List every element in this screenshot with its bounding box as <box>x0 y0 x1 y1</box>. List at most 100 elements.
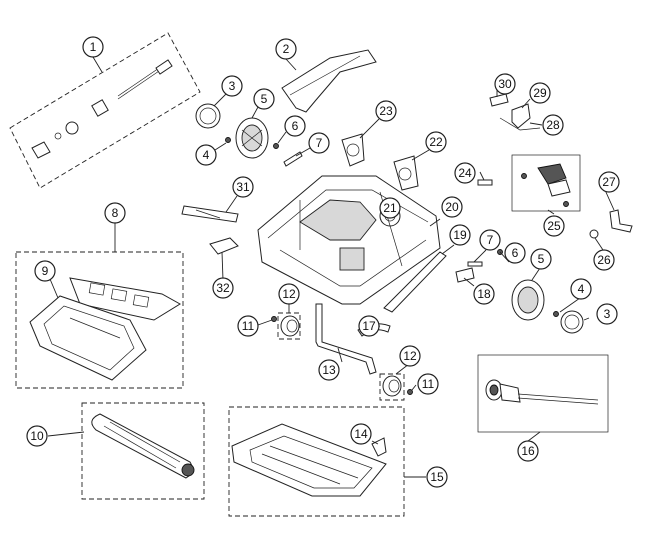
callout-8: 8 <box>104 202 126 224</box>
callout-text-24: 24 <box>458 166 472 180</box>
callout-15: 15 <box>426 466 448 488</box>
callout-text-12-right: 12 <box>403 349 417 363</box>
part-screw-11-right <box>407 389 413 395</box>
callout-12-right: 12 <box>399 345 421 367</box>
callout-text-28: 28 <box>546 118 560 132</box>
callout-text-3-right: 3 <box>604 307 611 321</box>
callout-text-21: 21 <box>383 201 397 215</box>
part-washer-26 <box>589 229 599 239</box>
part-belt <box>383 251 447 313</box>
callout-32: 32 <box>212 277 234 299</box>
callout-6-left: 6 <box>284 115 306 137</box>
callout-3-left: 3 <box>221 75 243 97</box>
callout-14: 14 <box>350 423 372 445</box>
group-box-12-right <box>379 373 405 401</box>
part-bearing-12-left <box>280 315 300 337</box>
callout-text-14: 14 <box>354 427 368 441</box>
group-box-8 <box>15 251 184 389</box>
callout-text-27: 27 <box>602 175 616 189</box>
callout-5-left: 5 <box>253 88 275 110</box>
callout-9: 9 <box>34 260 56 282</box>
callout-7-right: 7 <box>479 229 501 251</box>
callout-text-31: 31 <box>236 180 250 194</box>
callout-text-10: 10 <box>30 429 44 443</box>
part-bearing-12-right <box>382 375 402 397</box>
callout-3-right: 3 <box>596 303 618 325</box>
group-box-15 <box>228 406 405 517</box>
callout-text-16: 16 <box>521 444 535 458</box>
callout-26: 26 <box>593 249 615 271</box>
callout-text-5: 5 <box>261 92 268 106</box>
callout-25: 25 <box>543 215 565 237</box>
callout-16: 16 <box>517 440 539 462</box>
part-cord-16 <box>485 379 599 405</box>
callout-text-17: 17 <box>362 319 376 333</box>
callout-text-9: 9 <box>42 264 49 278</box>
part-29 <box>511 103 531 129</box>
callout-text-32: 32 <box>216 281 230 295</box>
callout-text-4-right: 4 <box>578 282 585 296</box>
callout-text-2: 2 <box>283 42 290 56</box>
callout-text-12: 12 <box>282 287 296 301</box>
callout-18: 18 <box>473 283 495 305</box>
part-board-8-9 <box>29 277 181 381</box>
callout-22: 22 <box>425 131 447 153</box>
callout-text-29: 29 <box>533 86 547 100</box>
callout-4-left: 4 <box>195 144 217 166</box>
callout-text-6: 6 <box>292 119 299 133</box>
callout-text-23: 23 <box>379 104 393 118</box>
callout-text-26: 26 <box>597 253 611 267</box>
part-pin-24 <box>477 179 493 186</box>
callout-28: 28 <box>542 114 564 136</box>
callout-text-11: 11 <box>242 319 255 333</box>
callout-text-5-right: 5 <box>538 252 545 266</box>
group-box-10 <box>81 402 205 500</box>
callout-text-19: 19 <box>453 228 467 242</box>
part-wheel-right-set <box>455 249 584 334</box>
callout-text-8: 8 <box>112 206 119 220</box>
group-box-25 <box>511 154 581 212</box>
callout-13: 13 <box>318 359 340 381</box>
callout-text-4: 4 <box>203 148 210 162</box>
callout-text-1: 1 <box>90 40 97 54</box>
callout-12-left: 12 <box>278 283 300 305</box>
callout-20: 20 <box>441 196 463 218</box>
callout-30: 30 <box>494 73 516 95</box>
callout-text-7-right: 7 <box>487 233 494 247</box>
callout-5-right: 5 <box>530 248 552 270</box>
callout-10: 10 <box>26 425 48 447</box>
callout-2: 2 <box>275 38 297 60</box>
part-brushroll <box>91 413 195 479</box>
callout-text-3: 3 <box>229 79 236 93</box>
callout-11-right: 11 <box>417 373 439 395</box>
group-box-16 <box>477 354 609 433</box>
callout-text-7: 7 <box>316 136 323 150</box>
callout-6-right: 6 <box>504 242 526 264</box>
callout-text-18: 18 <box>477 287 491 301</box>
part-axle-13 <box>315 303 377 375</box>
callout-11-left: 11 <box>237 315 259 337</box>
callout-7-left: 7 <box>308 132 330 154</box>
part-handle-yoke <box>281 49 377 113</box>
callout-text-11-right: 11 <box>422 377 435 391</box>
part-screw-11-left <box>271 316 277 322</box>
part-30 <box>489 93 509 107</box>
callout-text-20: 20 <box>445 200 459 214</box>
callout-27: 27 <box>598 171 620 193</box>
group-box-1 <box>9 32 201 189</box>
callout-text-22: 22 <box>429 135 443 149</box>
callout-text-30: 30 <box>498 77 512 91</box>
callout-24: 24 <box>454 162 476 184</box>
part-bracket-31 <box>181 205 239 223</box>
callout-1: 1 <box>82 36 104 58</box>
callout-19: 19 <box>449 224 471 246</box>
callout-21: 21 <box>379 197 401 219</box>
part-bracket-23 <box>341 133 365 167</box>
callout-text-13: 13 <box>322 363 336 377</box>
callout-text-25: 25 <box>547 219 561 233</box>
callout-31: 31 <box>232 176 254 198</box>
part-shaft-assembly <box>31 59 173 159</box>
callout-4-right: 4 <box>570 278 592 300</box>
